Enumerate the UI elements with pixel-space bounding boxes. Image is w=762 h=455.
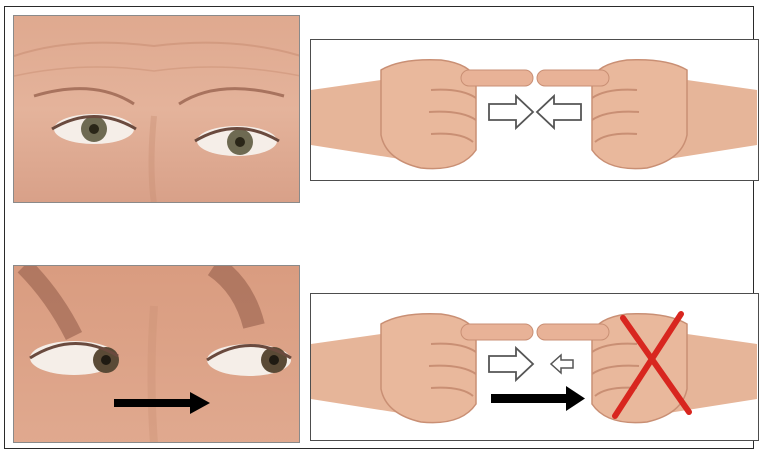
figure-frame <box>4 6 754 449</box>
hands-panel-bottom <box>310 293 759 441</box>
face-illustration-top <box>14 16 300 203</box>
right-outline-arrow <box>489 96 533 128</box>
right-index-finger <box>537 324 609 340</box>
small-left-outline-arrow <box>551 355 573 373</box>
hands-illustration-bottom <box>311 294 757 439</box>
face-photo-right-gaze <box>13 265 300 443</box>
hands-illustration-top <box>311 40 757 179</box>
right-outline-arrow <box>489 348 533 380</box>
face-illustration-bottom <box>14 266 300 443</box>
right-index-finger <box>537 70 609 86</box>
hands-panel-top <box>310 39 759 181</box>
left-index-finger <box>461 324 533 340</box>
face-photo-primary-gaze <box>13 15 300 203</box>
black-right-arrow <box>491 386 585 411</box>
left-index-finger <box>461 70 533 86</box>
left-outline-arrow <box>537 96 581 128</box>
